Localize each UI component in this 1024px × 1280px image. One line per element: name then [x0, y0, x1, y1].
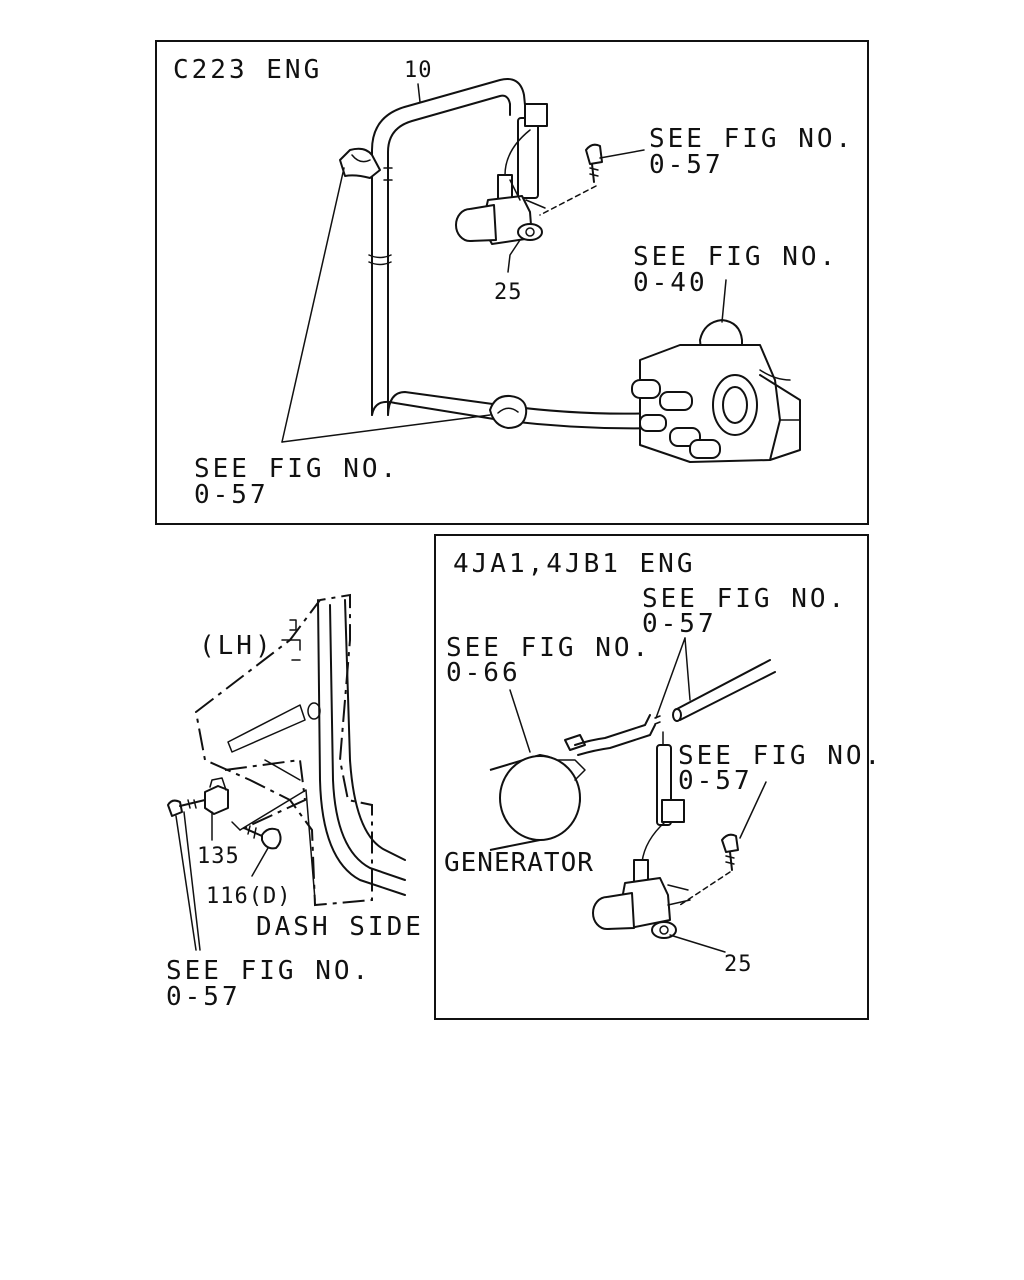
leader-clip-lower — [281, 414, 491, 443]
ref-fig-pipe-line1: SEE FIG NO. — [642, 584, 848, 614]
vsv-valve-right — [592, 744, 691, 939]
ref-fig-clips-line2: 0-57 — [194, 480, 269, 510]
leader-pipe-a — [655, 637, 686, 719]
bolt-116 — [243, 825, 282, 850]
ref-fig-bolt-top-line2: 0-57 — [649, 150, 724, 180]
ref-fig-bolt-right-line2: 0-57 — [678, 766, 753, 796]
generator — [489, 734, 586, 851]
vacuum-pipe-right — [574, 659, 776, 756]
callout-135: 135 — [197, 844, 240, 869]
ref-fig-pump-line2: 0-40 — [633, 268, 708, 298]
ref-fig-bolt-left-line1: SEE FIG NO. — [166, 956, 372, 986]
vsv-valve-top — [455, 103, 548, 245]
callout-116d: 116(D) — [206, 884, 292, 909]
leader-0-40 — [721, 279, 727, 323]
area-label-dash-side: DASH SIDE — [256, 912, 424, 942]
leader-bolt-top-dashed — [539, 185, 597, 216]
ref-fig-bolt-left-line2: 0-57 — [166, 982, 241, 1012]
ref-fig-clips-line1: SEE FIG NO. — [194, 454, 400, 484]
leader-bolt-left-b — [183, 811, 201, 951]
leader-clip-upper — [281, 167, 345, 443]
callout-25-right: 25 — [724, 952, 753, 977]
leader-116 — [251, 847, 269, 877]
panel-right-frame — [434, 534, 869, 1020]
leader-pipe-b — [684, 637, 691, 701]
leader-25-top — [507, 239, 521, 273]
leader-bolt-right — [739, 781, 767, 839]
leader-bolt-top — [599, 149, 645, 159]
leader-bolt-right-dashed — [679, 871, 731, 906]
leader-bolt-left — [175, 815, 197, 951]
callout-10: 10 — [404, 58, 433, 83]
hose-clip-upper — [339, 147, 381, 179]
leader-0-66 — [509, 689, 531, 753]
callout-25-top: 25 — [494, 280, 523, 305]
ref-fig-pipe-line2: 0-57 — [642, 609, 717, 639]
leader-10 — [417, 83, 421, 103]
generator-label: GENERATOR — [444, 848, 594, 878]
leader-135-hook — [231, 821, 241, 831]
panel-top-frame — [155, 40, 869, 525]
bolt-right — [721, 833, 739, 871]
ref-fig-generator-hose-line1: SEE FIG NO. — [446, 633, 652, 663]
hose-clip-lower — [489, 394, 528, 429]
ref-fig-generator-hose-line2: 0-66 — [446, 658, 521, 688]
dash-side-panel — [194, 593, 406, 907]
leader-25-right — [669, 934, 726, 953]
bolt-top — [585, 143, 603, 183]
side-label-lh: (LH) — [199, 631, 274, 661]
bracket-135 — [204, 777, 229, 815]
engine-label-c223: C223 ENG — [173, 55, 323, 85]
injection-pump — [631, 319, 801, 463]
engine-label-4ja1-4jb1: 4JA1,4JB1 ENG — [453, 549, 696, 579]
ref-fig-bolt-top-line1: SEE FIG NO. — [649, 124, 855, 154]
bolt-left — [167, 799, 206, 817]
ref-fig-pump-line1: SEE FIG NO. — [633, 242, 839, 272]
ref-fig-bolt-right-line1: SEE FIG NO. — [678, 741, 884, 771]
